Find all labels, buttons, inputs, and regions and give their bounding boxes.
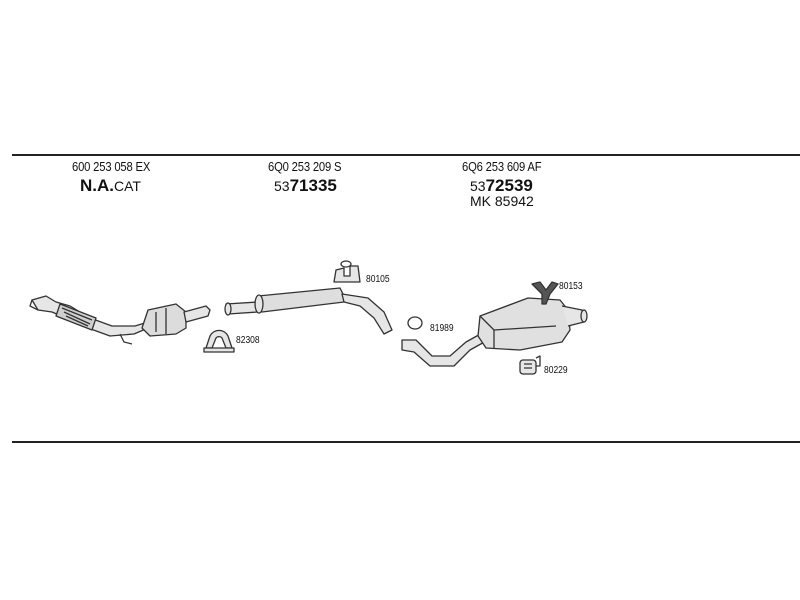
gasket-ring-icon <box>407 316 423 330</box>
bottom-divider <box>12 441 800 443</box>
code-middle-silencer: 5371335 <box>274 176 337 195</box>
hanger-icon <box>333 260 361 283</box>
part-number-front-pipe: 600 253 058 EX <box>72 160 151 174</box>
extra-code-rear-silencer: MK 85942 <box>470 193 534 209</box>
top-divider <box>12 154 800 156</box>
code-rear-silencer: 5372539 <box>470 176 533 195</box>
bracket-icon <box>531 281 559 305</box>
code-front-pipe: N.A.CAT <box>80 176 141 195</box>
label-82308: 82308 <box>236 335 260 346</box>
part-number-rear-silencer: 6Q6 253 609 AF <box>462 160 542 174</box>
label-81989: 81989 <box>430 323 454 334</box>
middle-silencer-icon <box>224 287 393 335</box>
clamp-icon <box>203 329 235 353</box>
part-number-middle-silencer: 6Q0 253 209 S <box>268 160 342 174</box>
label-80153: 80153 <box>559 281 583 292</box>
label-80105: 80105 <box>366 274 390 285</box>
rubber-mount-icon <box>519 355 541 375</box>
label-80229: 80229 <box>544 365 568 376</box>
rear-silencer-icon <box>401 297 588 367</box>
front-pipe-catalyst-icon <box>29 295 211 345</box>
